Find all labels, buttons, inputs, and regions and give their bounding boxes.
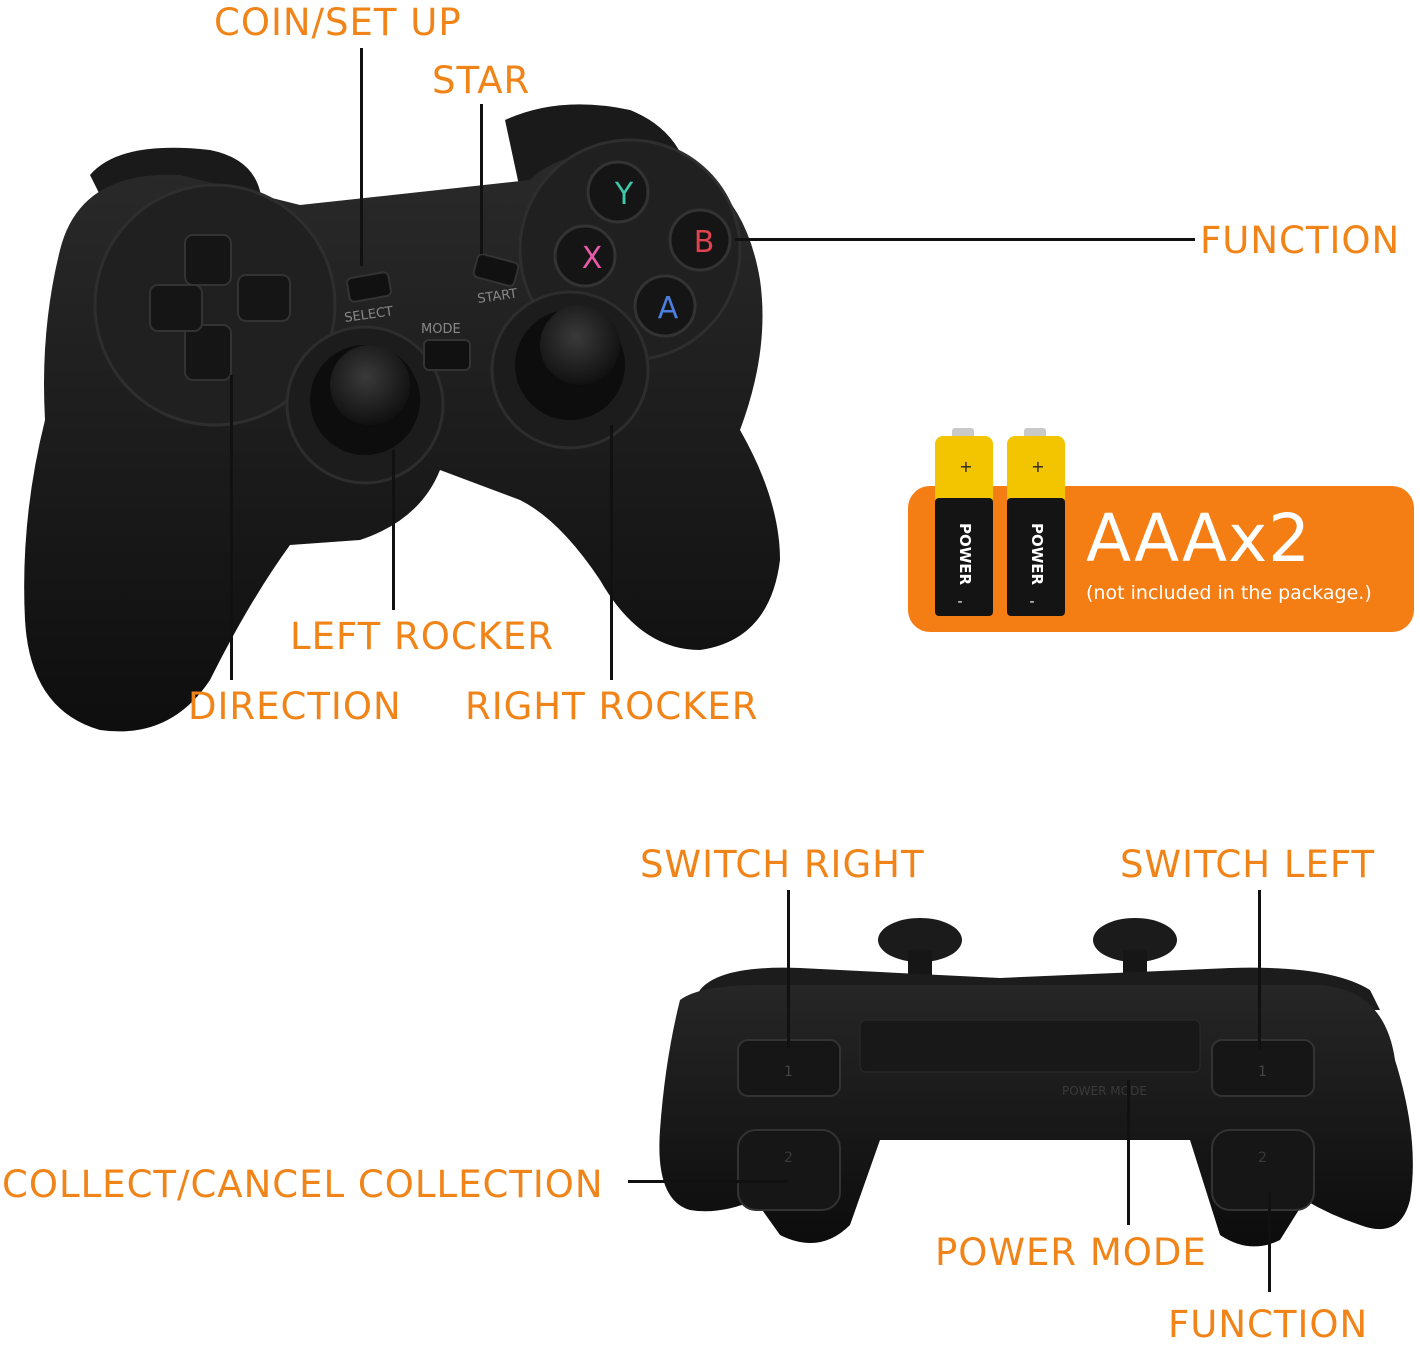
leader-star: [480, 104, 483, 254]
label-switch-left: SWITCH LEFT: [1120, 843, 1376, 886]
leader-function-bottom: [1268, 1192, 1271, 1292]
right-stick: [490, 290, 650, 450]
y-button-label: Y: [614, 177, 634, 212]
leader-coin-set-up: [360, 48, 363, 266]
leader-power-mode: [1127, 1080, 1130, 1225]
trigger-number-right: 2: [784, 1150, 793, 1166]
battery-plus-1: +: [959, 457, 972, 476]
mode-marking: MODE: [421, 322, 461, 337]
dpad: [149, 234, 291, 381]
bumper-number-left: 1: [1258, 1064, 1267, 1080]
power-mode-marking: POWER MODE: [1062, 1084, 1147, 1098]
leader-left-rocker: [392, 450, 395, 610]
leader-right-rocker: [610, 425, 613, 680]
face-buttons: Y X B A: [553, 160, 732, 338]
battery-minus-1: -: [957, 594, 962, 610]
label-direction: DIRECTION: [188, 685, 402, 728]
leader-collect-cancel: [628, 1180, 788, 1183]
battery-brand-2: POWER: [1028, 523, 1046, 586]
label-left-rocker: LEFT ROCKER: [290, 615, 555, 658]
left-trigger: [1211, 1129, 1315, 1211]
battery-plus-2: +: [1031, 457, 1044, 476]
start-marking: START: [476, 287, 518, 307]
battery-minus-2: -: [1029, 594, 1034, 610]
leader-switch-right: [787, 890, 790, 1048]
left-stick: [285, 325, 445, 485]
label-right-rocker: RIGHT ROCKER: [465, 685, 759, 728]
battery-note: (not included in the package.): [1086, 582, 1372, 604]
leader-function-top: [735, 238, 1195, 241]
trigger-number-left: 2: [1258, 1150, 1267, 1166]
right-trigger: [737, 1129, 841, 1211]
b-button-label: B: [694, 225, 715, 260]
label-star: STAR: [432, 59, 531, 102]
label-function-top: FUNCTION: [1200, 219, 1401, 262]
label-coin-set-up: COIN/SET UP: [214, 1, 462, 44]
label-function-bottom: FUNCTION: [1168, 1303, 1369, 1346]
battery-cell-1: + POWER -: [935, 428, 993, 616]
label-power-mode: POWER MODE: [935, 1231, 1207, 1274]
bumper-number-right: 1: [784, 1064, 793, 1080]
leader-direction: [230, 375, 233, 680]
battery-heading: AAAx2: [1086, 500, 1312, 577]
battery-icons: + POWER - + POWER -: [935, 428, 1065, 616]
label-switch-right: SWITCH RIGHT: [640, 843, 925, 886]
a-button-label: A: [658, 291, 679, 326]
battery-brand-1: POWER: [956, 523, 974, 586]
select-marking: SELECT: [343, 304, 394, 326]
label-collect-cancel: COLLECT/CANCEL COLLECTION: [2, 1163, 604, 1206]
x-button-label: X: [582, 241, 603, 276]
battery-cell-2: + POWER -: [1007, 428, 1065, 616]
left-bumper: [1211, 1039, 1315, 1097]
leader-switch-left: [1258, 890, 1261, 1050]
